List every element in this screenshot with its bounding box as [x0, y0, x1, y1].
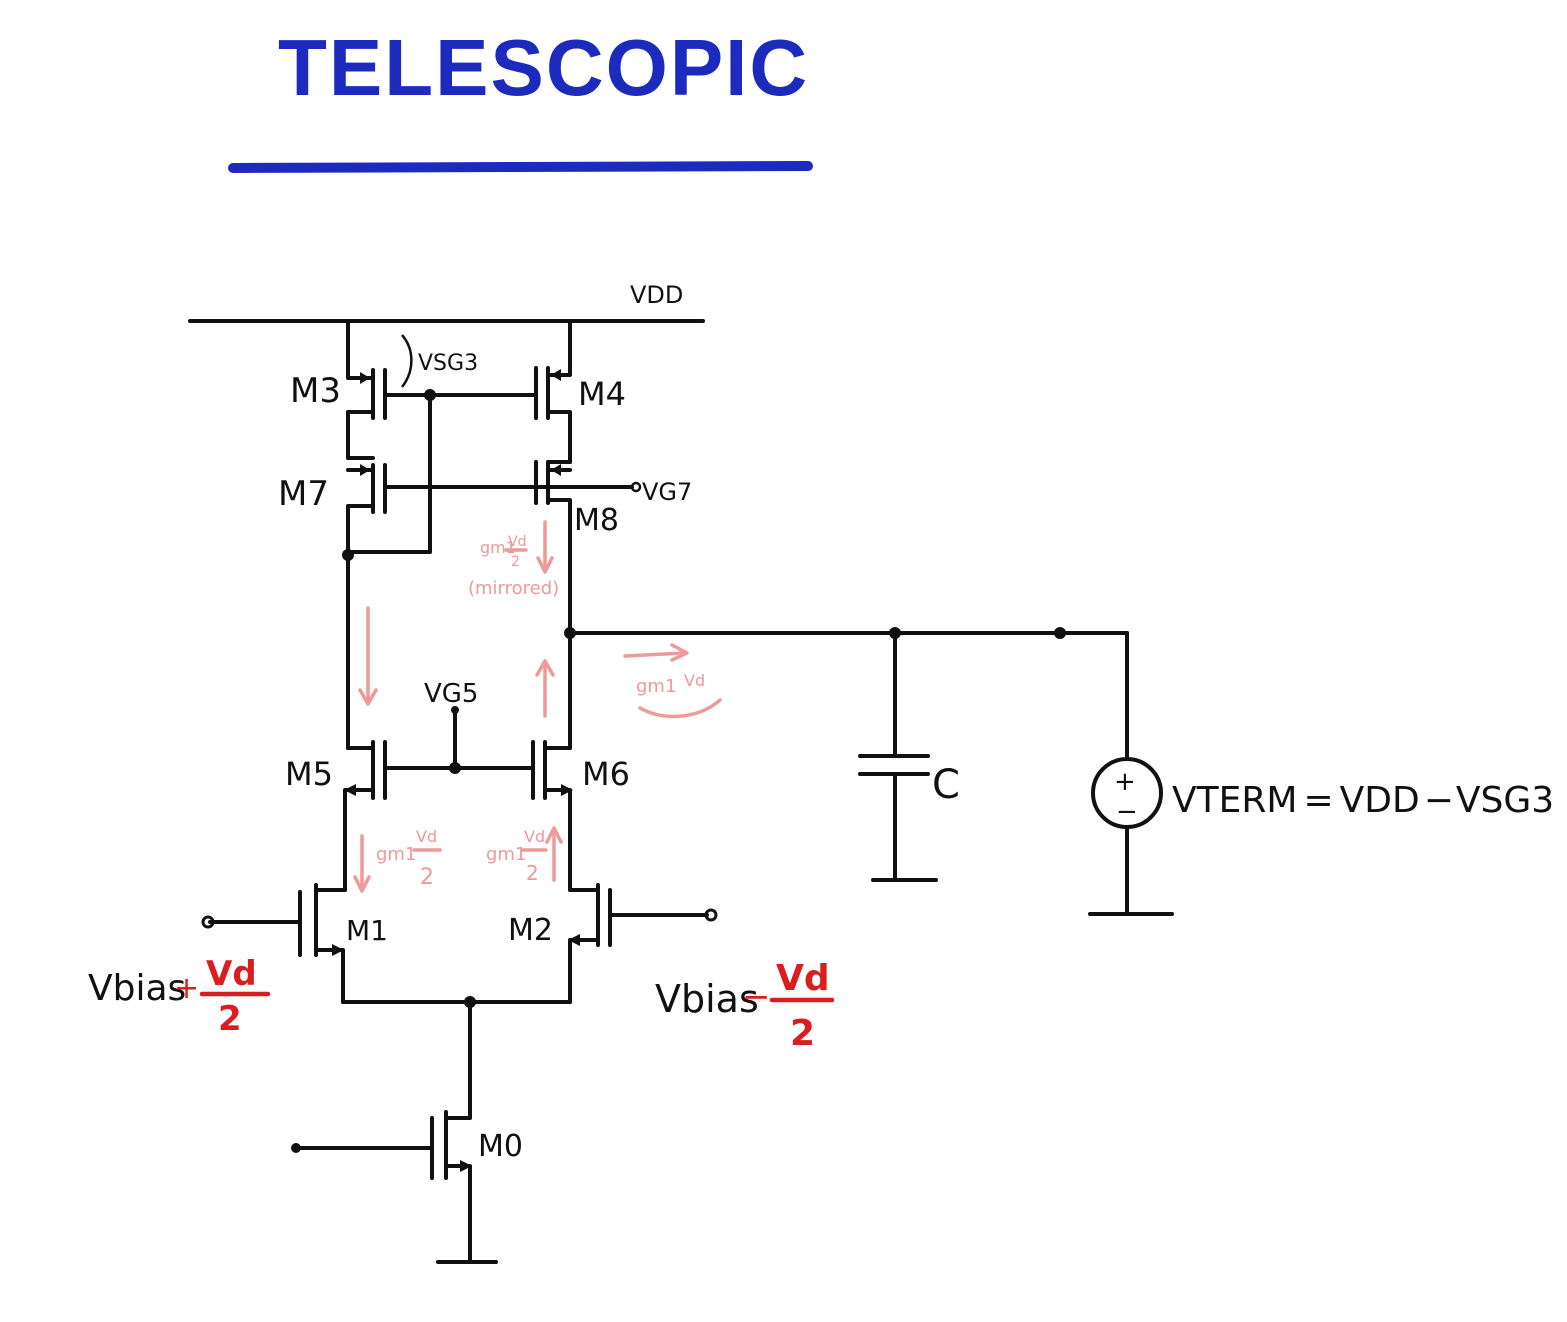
svg-text:gm1: gm1	[486, 844, 526, 865]
signal-current-arrows	[353, 520, 722, 893]
left-branch	[201, 319, 432, 1004]
m6-label: M6	[582, 755, 630, 793]
svg-text:Vd: Vd	[684, 671, 705, 690]
m5-label: M5	[285, 755, 333, 793]
svg-text:2: 2	[526, 861, 539, 885]
svg-text:gm1: gm1	[480, 538, 516, 557]
mirrored-current-label: gm1 Vd 2 (mirrored)	[468, 534, 559, 599]
capacitor-label: C	[932, 762, 960, 808]
svg-text:−: −	[742, 977, 771, 1017]
svg-text:Vd: Vd	[524, 827, 545, 846]
svg-text:(mirrored): (mirrored)	[468, 578, 559, 599]
svg-text:2: 2	[218, 999, 242, 1039]
vsg3-label: VSG3	[418, 351, 478, 376]
left-half-current-label: gm1 Vd 2	[376, 827, 442, 890]
vdd-label: VDD	[630, 281, 683, 309]
m3-label: M3	[290, 371, 341, 411]
m0-label: M0	[478, 1129, 523, 1164]
svg-text:2: 2	[420, 865, 434, 890]
svg-text:+: +	[174, 971, 199, 1006]
svg-text:Vd: Vd	[416, 827, 437, 846]
tail-current-source	[291, 996, 572, 1264]
svg-text:Vd: Vd	[508, 534, 526, 550]
right-input-label: Vbias − Vd 2	[655, 958, 835, 1054]
right-half-current-label: gm1 Vd 2	[486, 827, 548, 885]
left-input-label: Vbias + Vd 2	[88, 954, 271, 1039]
svg-text:Vbias: Vbias	[88, 968, 186, 1009]
svg-text:2: 2	[790, 1013, 815, 1054]
m4-label: M4	[578, 375, 626, 413]
svg-text:gm1: gm1	[636, 676, 676, 697]
bias-wiring	[342, 334, 642, 774]
source-minus: −	[1116, 797, 1138, 827]
svg-text:Vd: Vd	[206, 954, 257, 994]
vg7-label: VG7	[642, 478, 692, 506]
title-underline	[228, 161, 813, 173]
output-current-label: gm1 Vd	[636, 671, 705, 697]
output-network	[564, 627, 1174, 916]
m1-label: M1	[346, 914, 388, 947]
m8-label: M8	[574, 503, 619, 538]
vterm-equation: VTERM=VDD−VSG3	[1172, 780, 1554, 821]
m2-label: M2	[508, 913, 553, 948]
svg-text:2: 2	[511, 554, 520, 570]
vg5-label: VG5	[424, 679, 478, 709]
svg-text:Vd: Vd	[776, 958, 830, 999]
svg-text:gm1: gm1	[376, 844, 416, 865]
m7-label: M7	[278, 474, 329, 514]
title: TELESCOPIC	[278, 23, 809, 112]
svg-text:Vbias: Vbias	[655, 977, 759, 1021]
source-plus: +	[1114, 767, 1136, 797]
right-branch	[531, 319, 718, 1004]
